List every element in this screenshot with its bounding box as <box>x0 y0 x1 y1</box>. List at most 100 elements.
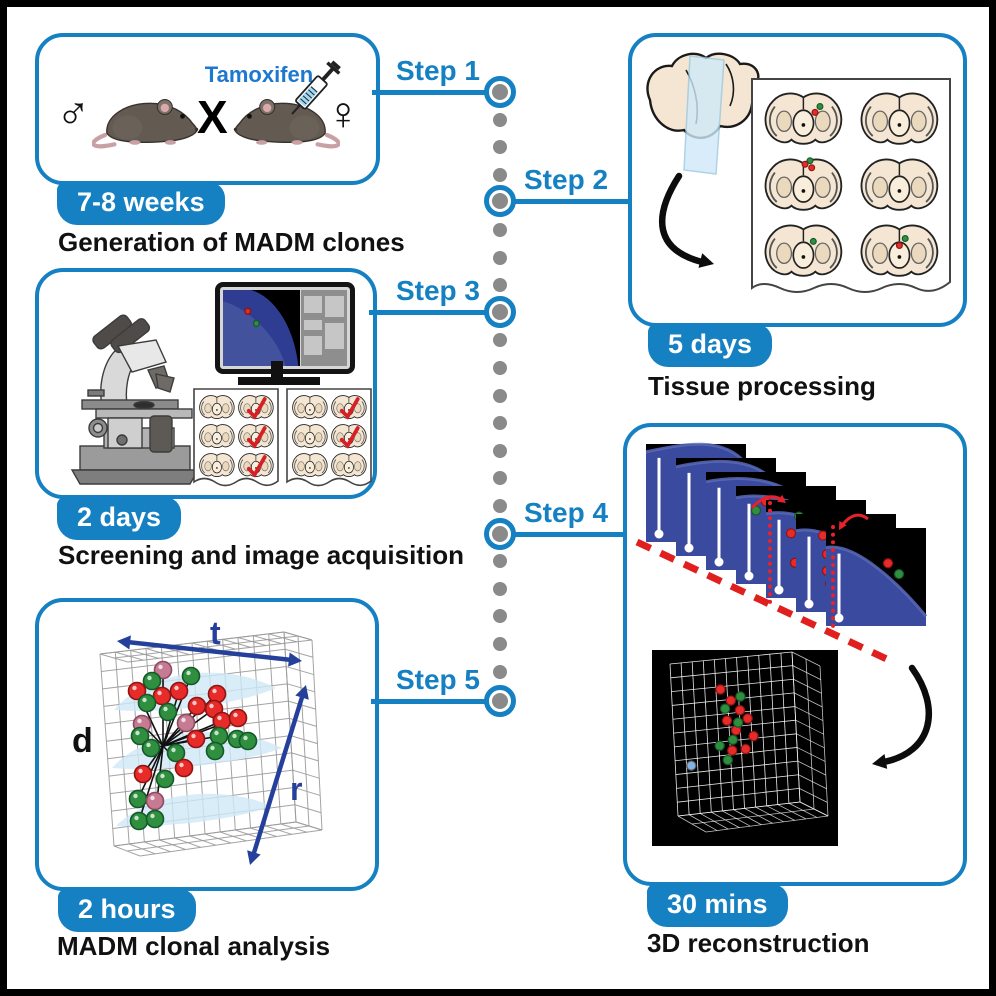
timeline-dot <box>493 112 507 127</box>
brain-section <box>764 157 843 211</box>
timeline-dot <box>493 250 507 265</box>
brain-section <box>860 92 939 145</box>
brain-section <box>238 395 274 420</box>
red-cell-dot <box>715 684 726 695</box>
timeline-dot <box>493 664 507 679</box>
red-cell-dot <box>740 743 751 755</box>
tissue-processing-illustration <box>646 52 951 293</box>
green-clone-sphere <box>129 811 149 831</box>
checkmark-icon <box>246 426 267 449</box>
green-cell-dot <box>893 568 905 580</box>
screen-cell-dots <box>244 307 260 328</box>
timeline-node-5 <box>484 685 516 717</box>
green-clone-sphere <box>158 702 178 722</box>
badge-duration-step4: 30 mins <box>647 884 788 927</box>
red-cell-dot <box>742 713 753 724</box>
brain-section <box>199 395 235 419</box>
green-clone-sphere <box>141 738 161 758</box>
badge-duration-step3: 2 days <box>57 497 182 540</box>
brain-section <box>860 224 939 277</box>
connector-step-5 <box>371 698 500 704</box>
female-symbol: ♀ <box>326 87 361 139</box>
t-axis-label: t <box>210 615 221 651</box>
timeline-dot <box>493 416 507 431</box>
r-axis-arrow <box>250 693 306 857</box>
timeline-node-1 <box>484 76 516 108</box>
timeline-node-3 <box>484 296 516 328</box>
caption-step5: MADM clonal analysis <box>57 931 331 961</box>
green-cell-dot <box>901 234 909 242</box>
arrowhead <box>117 635 131 650</box>
timeline-dot <box>493 167 507 182</box>
green-cell-dot <box>719 703 731 714</box>
timeline-dot <box>493 223 507 237</box>
green-cell-dot <box>735 691 746 702</box>
red-clone-sphere <box>169 681 189 701</box>
step-label-3: Step 3 <box>395 275 480 306</box>
screened-section-sheets <box>193 388 372 487</box>
red-cell-dot <box>895 242 903 250</box>
green-cell-dot <box>806 157 814 165</box>
3d-reconstruction-illustration <box>652 650 933 846</box>
mouse-female-illustration <box>233 98 340 149</box>
timeline-dot <box>493 581 507 596</box>
badge-duration-step5: 2 hours <box>58 889 196 932</box>
arrowhead <box>698 253 714 268</box>
caption-step1: Generation of MADM clones <box>58 227 405 257</box>
arrowhead <box>247 850 261 865</box>
timeline-node-4 <box>484 518 516 550</box>
red-clone-sphere <box>133 764 153 784</box>
timeline-dot <box>493 554 507 569</box>
connector-step-3 <box>369 309 500 315</box>
curved-arrow-down <box>658 172 706 266</box>
green-cell-dot <box>809 237 817 245</box>
brain-section <box>764 92 843 145</box>
red-cell-dot <box>785 528 797 539</box>
green-clone-sphere <box>137 693 157 713</box>
red-cell-dot <box>801 160 809 168</box>
red-clone-sphere <box>212 711 232 731</box>
male-symbol: ♂ <box>56 87 91 139</box>
red-cell-dot <box>808 164 816 172</box>
checkmark-icon <box>246 397 267 420</box>
timeline-dot <box>493 361 507 375</box>
monitor-stand <box>271 361 283 379</box>
timeline-dot <box>493 637 507 651</box>
brain-section <box>292 453 328 477</box>
badge-duration-step2: 5 days <box>648 324 773 367</box>
red-cell-dot <box>721 715 733 726</box>
t-axis-arrow <box>126 639 293 663</box>
monitor-illustration <box>215 282 355 374</box>
red-clone-sphere <box>207 684 227 704</box>
r-axis-label: r <box>290 771 302 807</box>
red-clone-sphere <box>174 758 194 778</box>
mouse-body <box>92 98 199 149</box>
timeline-dot <box>493 333 507 348</box>
pink-clone-sphere <box>176 713 196 733</box>
brain-section <box>238 453 274 478</box>
green-cell-dot <box>714 740 725 751</box>
red-cell-dot <box>244 307 252 315</box>
arrowhead <box>295 685 309 700</box>
monitor-ui-panel <box>301 290 347 366</box>
green-clone-sphere <box>145 809 165 829</box>
red-cell-dot <box>727 745 738 756</box>
brain-section <box>331 395 367 420</box>
red-cell-dot <box>882 558 894 569</box>
green-clone-sphere <box>238 731 258 751</box>
timeline-dot <box>493 443 507 458</box>
monitor-screen-image <box>223 290 301 366</box>
blue_cell-cell-dot <box>686 760 697 771</box>
green-clone-sphere <box>128 789 148 809</box>
green-cell-dot <box>732 717 744 728</box>
brain-section <box>860 158 939 211</box>
step-label-4: Step 4 <box>524 497 609 528</box>
timeline-dot <box>493 388 507 403</box>
green-cell-dot <box>722 754 734 766</box>
brain-section <box>764 224 843 277</box>
red-cell-dot <box>734 705 746 716</box>
brain-section <box>238 424 274 449</box>
brain-section <box>331 453 367 477</box>
checkmark-icon <box>246 455 267 478</box>
